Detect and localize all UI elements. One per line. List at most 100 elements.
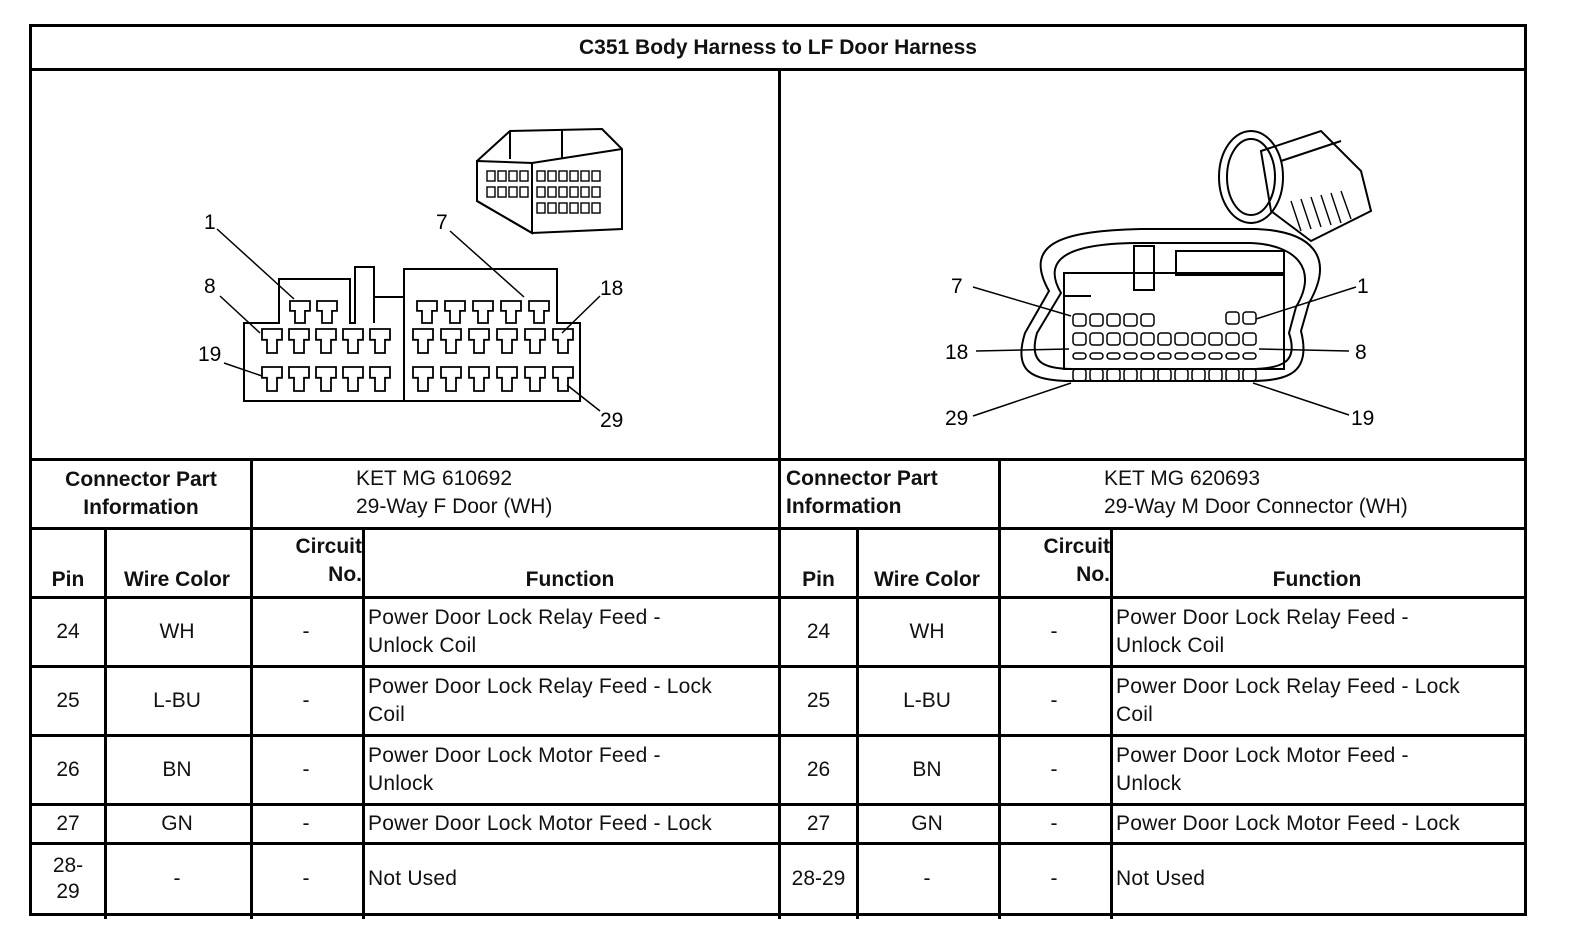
cavity	[1174, 332, 1189, 346]
callout-19: 19	[198, 343, 221, 366]
cavity	[412, 366, 434, 392]
cavity	[1106, 313, 1121, 327]
left-function-cell: Power Door Lock Motor Feed - Lock	[362, 806, 778, 842]
cavity	[369, 328, 391, 354]
left-wire-color-cell: GN	[161, 812, 193, 835]
cavity	[1072, 332, 1087, 346]
right-circuit-cell: -	[1050, 620, 1058, 643]
pin-line2: 29	[56, 880, 80, 903]
right-circuit-cell: -	[1050, 758, 1058, 781]
right-pin-cell: 28-29	[791, 867, 846, 890]
left-connector-3d-icon	[476, 127, 623, 235]
cavity	[1174, 368, 1189, 382]
right-pin-cell: 27	[806, 812, 831, 835]
right-wire-color-header: Wire Color	[874, 568, 980, 591]
right-wire-color-cell: GN	[911, 812, 943, 835]
cavity	[1106, 352, 1121, 360]
cavity	[342, 328, 364, 354]
function-line1: Not Used	[1116, 867, 1206, 890]
right-wire-color-cell: L-BU	[903, 689, 951, 712]
left-connector-diagram: 1 7 8 18 19 29	[32, 71, 781, 461]
right-pin-cell: 24	[806, 620, 831, 643]
female-connector-drawing: 1 7 8 18 19 29	[198, 127, 623, 432]
cavity	[1106, 332, 1121, 346]
function-line1: Power Door Lock Motor Feed - Lock	[1116, 812, 1460, 835]
male-connector-drawing: 7 1 18 8 29 19	[945, 129, 1374, 430]
cavity	[468, 366, 490, 392]
cavity	[552, 366, 574, 392]
function-line2: Unlock	[368, 772, 434, 795]
cavity	[1089, 368, 1104, 382]
cavity	[369, 366, 391, 392]
cavity	[261, 328, 283, 354]
cavity	[1191, 352, 1206, 360]
cavity	[1106, 368, 1121, 382]
cavity	[288, 366, 310, 392]
left-wire-color-cell: WH	[159, 620, 195, 643]
callout-18: 18	[945, 341, 968, 364]
left-pin-cell: 24	[56, 620, 80, 643]
left-part-info-label-text: Connector Part Information	[65, 468, 217, 519]
function-line1: Not Used	[368, 867, 458, 890]
function-line2: Unlock Coil	[1116, 634, 1225, 657]
right-part-info-label: Connector Part Information	[786, 461, 998, 527]
right-connector-diagram: 7 1 18 8 29 19	[781, 71, 1524, 461]
cavity	[1089, 352, 1104, 360]
connector-table: C351 Body Harness to LF Door Harness	[29, 24, 1527, 919]
cavity	[440, 328, 462, 354]
function-line2: Coil	[1116, 703, 1153, 726]
function-line1: Power Door Lock Motor Feed -	[1116, 744, 1409, 767]
circuit-header-line1: Circuit	[1043, 535, 1110, 558]
left-part-number: KET MG 610692	[356, 467, 513, 490]
cavity	[1123, 352, 1138, 360]
page-title: C351 Body Harness to LF Door Harness	[32, 27, 1524, 71]
right-connector-3d-icon	[1218, 129, 1373, 243]
function-line1: Power Door Lock Relay Feed -	[1116, 606, 1409, 629]
cavity	[1140, 352, 1155, 360]
cavity	[1225, 332, 1240, 346]
cavity	[1242, 352, 1257, 360]
left-connector-cavities	[261, 300, 574, 392]
left-function-cell: Not Used	[362, 845, 778, 913]
right-circuit-cell: -	[1050, 689, 1058, 712]
cavity	[416, 300, 438, 324]
right-pin-header: Pin	[802, 568, 835, 591]
pin-line1: 28-	[52, 854, 84, 877]
left-pin-header: Pin	[51, 568, 85, 591]
cavity	[261, 366, 283, 392]
right-part-info: KET MG 620693 29-Way M Door Connector (W…	[1104, 461, 1524, 527]
cavity	[1089, 313, 1104, 327]
left-circuit-cell: -	[302, 812, 310, 835]
cavity	[1123, 368, 1138, 382]
right-part-number: KET MG 620693	[1104, 467, 1261, 490]
right-function-cell: Not Used	[1110, 845, 1524, 913]
left-wire-color-cell: -	[173, 867, 181, 890]
cavity	[1089, 332, 1104, 346]
left-circuit-cell: -	[302, 867, 310, 890]
function-line2: Unlock Coil	[368, 634, 477, 657]
cavity	[1157, 352, 1172, 360]
callout-8: 8	[204, 275, 216, 298]
left-wire-color-cell: BN	[162, 758, 192, 781]
cavity	[1208, 332, 1223, 346]
left-pin-cell: 28-29	[32, 845, 104, 913]
cavity	[444, 300, 466, 324]
cavity	[288, 328, 310, 354]
cavity	[315, 328, 337, 354]
right-part-info-label-line2: Information	[786, 495, 902, 518]
callout-1: 1	[204, 211, 216, 234]
cavity	[496, 328, 518, 354]
circuit-header-line2: No.	[1076, 563, 1110, 586]
callout-7: 7	[951, 275, 963, 298]
cavity	[552, 328, 574, 354]
left-function-cell: Power Door Lock Motor Feed -Unlock	[362, 737, 778, 803]
circuit-header-line2: No.	[328, 563, 362, 586]
cavity	[1140, 332, 1155, 346]
right-function-cell: Power Door Lock Motor Feed - Lock	[1110, 806, 1524, 842]
cavity	[496, 366, 518, 392]
cavity	[1140, 313, 1155, 327]
cavity	[528, 300, 550, 324]
callout-19: 19	[1351, 407, 1374, 430]
